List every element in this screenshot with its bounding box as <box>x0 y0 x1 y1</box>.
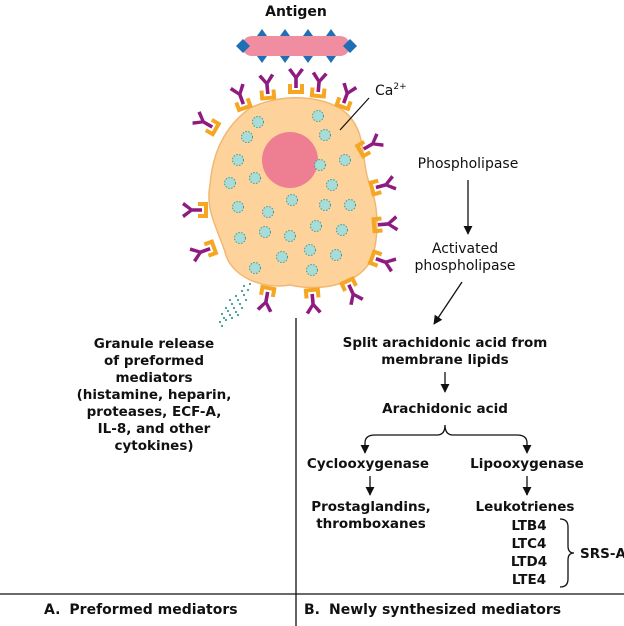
granule <box>314 159 326 171</box>
activated-line2: phospholipase <box>414 258 515 274</box>
receptor-ige <box>334 82 358 112</box>
granule <box>284 230 296 242</box>
prostaglandins-line1: Prostaglandins, <box>311 499 431 515</box>
srsa-brace <box>559 518 575 588</box>
granule <box>310 220 322 232</box>
granule <box>224 177 236 189</box>
granule <box>249 172 261 184</box>
granule <box>326 179 338 191</box>
branch-brace <box>360 424 532 454</box>
granule <box>234 232 246 244</box>
footer-b: B.Newly synthesized mediators <box>304 602 561 618</box>
granules <box>224 110 356 276</box>
antigen-label: Antigen <box>265 4 327 20</box>
granule <box>339 154 351 166</box>
granule <box>319 129 331 141</box>
receptor-ige <box>303 287 322 315</box>
calcium-superscript: 2+ <box>393 82 406 92</box>
svg-text:cytokines): cytokines) <box>114 438 193 454</box>
granule <box>232 201 244 213</box>
svg-text:mediators: mediators <box>115 370 192 386</box>
receptor-ige <box>339 275 364 306</box>
receptor-ige-complexes <box>182 68 399 315</box>
granule-release-spray <box>218 282 252 328</box>
granule <box>336 224 348 236</box>
receptor-ige <box>192 111 222 137</box>
split-line1: Split arachidonic acid from <box>343 335 548 351</box>
svg-text:Granule release: Granule release <box>94 336 214 352</box>
granule-release-text: Granule release of preformed mediators (… <box>77 336 232 454</box>
granule <box>330 249 342 261</box>
granule <box>306 264 318 276</box>
antigen: Antigen <box>236 4 357 63</box>
receptor-ige <box>229 83 253 113</box>
receptor-ige <box>309 71 328 99</box>
granule <box>344 199 356 211</box>
cyclooxygenase-label: Cyclooxygenase <box>307 456 429 472</box>
footer-a: A.Preformed mediators <box>44 602 238 618</box>
leukotrienes-label: Leukotrienes <box>476 499 575 515</box>
ltb4: LTB4 <box>511 518 546 534</box>
granule <box>259 226 271 238</box>
granule <box>232 154 244 166</box>
granule <box>249 262 261 274</box>
receptor-ige <box>367 249 397 273</box>
nucleus <box>262 132 318 188</box>
svg-text:proteases, ECF-A,: proteases, ECF-A, <box>87 404 222 420</box>
arachidonic-label: Arachidonic acid <box>382 401 508 417</box>
receptor-ige <box>288 68 304 94</box>
antigen-body <box>242 36 350 56</box>
activated-line1: Activated <box>432 241 498 257</box>
cell-body <box>208 97 378 289</box>
receptor-ige <box>189 239 219 263</box>
ltc4: LTC4 <box>512 536 547 552</box>
receptor-ige <box>258 73 277 101</box>
granule <box>319 199 331 211</box>
granule <box>252 116 264 128</box>
antigen-epitope-spikes <box>236 29 357 63</box>
granule <box>262 206 274 218</box>
svg-text:(histamine, heparin,: (histamine, heparin, <box>77 387 232 403</box>
arrow-to-split <box>433 281 463 325</box>
granule <box>304 244 316 256</box>
ltd4: LTD4 <box>511 554 547 570</box>
phospholipase-label: Phospholipase <box>418 156 519 172</box>
granule <box>312 110 324 122</box>
lte4: LTE4 <box>512 572 546 588</box>
receptor-ige <box>371 215 399 234</box>
receptor-ige <box>354 133 384 159</box>
receptor-ige <box>182 202 208 218</box>
receptor-ige <box>256 284 277 313</box>
srsa-label: SRS-A <box>580 546 624 562</box>
granule <box>241 131 253 143</box>
svg-text:of preformed: of preformed <box>104 353 204 369</box>
calcium-label: Ca2+ <box>375 82 407 99</box>
lipooxygenase-label: Lipooxygenase <box>470 456 584 472</box>
receptor-ige <box>368 175 397 197</box>
prostaglandins-line2: thromboxanes <box>316 516 426 532</box>
granule <box>276 251 288 263</box>
mast-cell <box>208 97 378 328</box>
calcium-pointer <box>339 97 370 131</box>
svg-text:IL-8, and other: IL-8, and other <box>98 421 211 437</box>
granule <box>286 194 298 206</box>
split-line2: membrane lipids <box>381 352 508 368</box>
